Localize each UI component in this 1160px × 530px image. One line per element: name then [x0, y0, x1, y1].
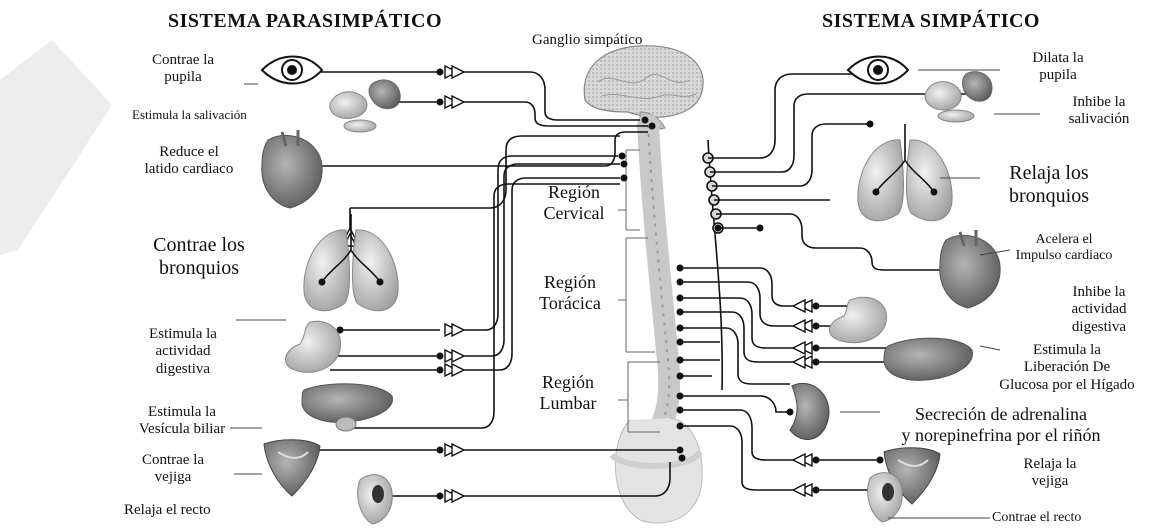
- stomach-icon-right: [829, 297, 886, 343]
- eye-icon: [262, 57, 322, 84]
- parasympathetic-header: SISTEMA PARASIMPÁTICO: [168, 10, 442, 33]
- ganglio-label: Ganglio simpático: [532, 32, 642, 49]
- label-estimula-salivacion: Estimula la salivación: [132, 108, 247, 123]
- liver-icon-right: [884, 338, 972, 380]
- lungs-icon-right: [858, 121, 952, 221]
- salivary-gland-icon: [330, 80, 400, 132]
- heart-icon: [262, 130, 322, 208]
- salivary-gland-icon-right: [925, 72, 992, 122]
- sympathetic-header: SISTEMA SIMPÁTICO: [822, 10, 1040, 33]
- heart-icon-right: [940, 230, 1000, 308]
- eye-icon-right: [848, 57, 908, 84]
- watermark-ribbon: [0, 40, 112, 255]
- stomach-icon: [285, 321, 340, 372]
- bladder-icon: [264, 440, 320, 496]
- lungs-icon: [304, 214, 398, 311]
- rectum-icon: [358, 475, 393, 524]
- kidney-icon: [790, 383, 829, 439]
- rectum-icon-right: [868, 473, 903, 522]
- sympathetic-chain: [703, 140, 723, 390]
- liver-icon: [302, 384, 392, 431]
- label-contrae-recto: Contrae el recto: [992, 510, 1081, 526]
- label-relaja-recto: Relaja el recto: [124, 502, 211, 519]
